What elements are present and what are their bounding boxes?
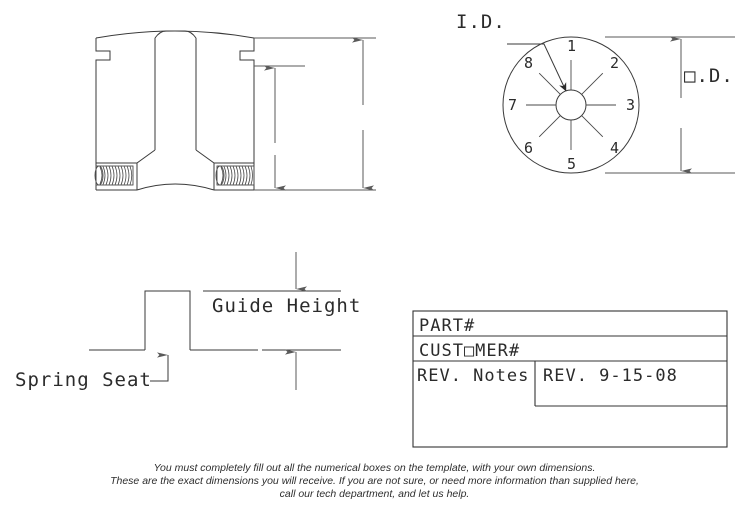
position-number-1: 1 xyxy=(567,37,576,55)
part-number-label: PART# xyxy=(419,316,475,336)
footer-line-3: call our tech department, and let us hel… xyxy=(279,488,470,500)
position-number-6: 6 xyxy=(524,139,533,157)
right-thread-region xyxy=(215,165,255,186)
stem-right-arc xyxy=(184,30,197,39)
position-number-5: 5 xyxy=(567,155,576,173)
customer-number-label: CUST□MER# xyxy=(419,341,520,361)
right-outer-profile xyxy=(239,38,255,190)
stem-left-arc xyxy=(154,30,167,39)
bore-right-chamfer xyxy=(195,149,215,190)
cross-section-dimensions xyxy=(254,37,376,191)
dome-top-arc xyxy=(95,30,255,39)
bottom-curved-face xyxy=(136,183,215,191)
spring-seat-leader xyxy=(150,352,169,382)
position-number-4: 4 xyxy=(610,139,619,157)
table-outer-border xyxy=(412,310,728,448)
guide-height-label: Guide Height xyxy=(212,295,361,317)
bore-left-chamfer xyxy=(136,149,156,190)
title-block-table xyxy=(412,310,728,448)
position-number-2: 2 xyxy=(610,54,619,72)
guide-block xyxy=(144,290,191,350)
rev-notes-label: REV. Notes xyxy=(417,366,529,386)
guide-height-detail xyxy=(89,252,341,390)
footer-line-1: You must completely fill out all the num… xyxy=(153,462,596,474)
cross-section-view xyxy=(94,30,255,191)
left-outer-profile xyxy=(95,38,111,190)
od-label: □.D. xyxy=(684,65,734,87)
spring-seat-label: Spring Seat xyxy=(15,369,152,391)
circular-face-view: 1 2 3 4 5 6 7 8 xyxy=(502,36,640,174)
id-leader-line xyxy=(507,43,567,92)
inner-bore-circle xyxy=(555,89,587,121)
od-dimension xyxy=(605,36,735,174)
revision-date-label: REV. 9-15-08 xyxy=(543,366,678,386)
position-number-3: 3 xyxy=(626,96,635,114)
footer-instructions: You must completely fill out all the num… xyxy=(0,462,749,501)
outer-circle xyxy=(502,36,640,174)
position-number-8: 8 xyxy=(524,54,533,72)
left-thread-region xyxy=(94,165,134,186)
footer-line-2: These are the exact dimensions you will … xyxy=(110,475,639,487)
id-label: I.D. xyxy=(456,11,506,33)
radial-spokes xyxy=(526,60,616,150)
position-number-7: 7 xyxy=(508,96,517,114)
